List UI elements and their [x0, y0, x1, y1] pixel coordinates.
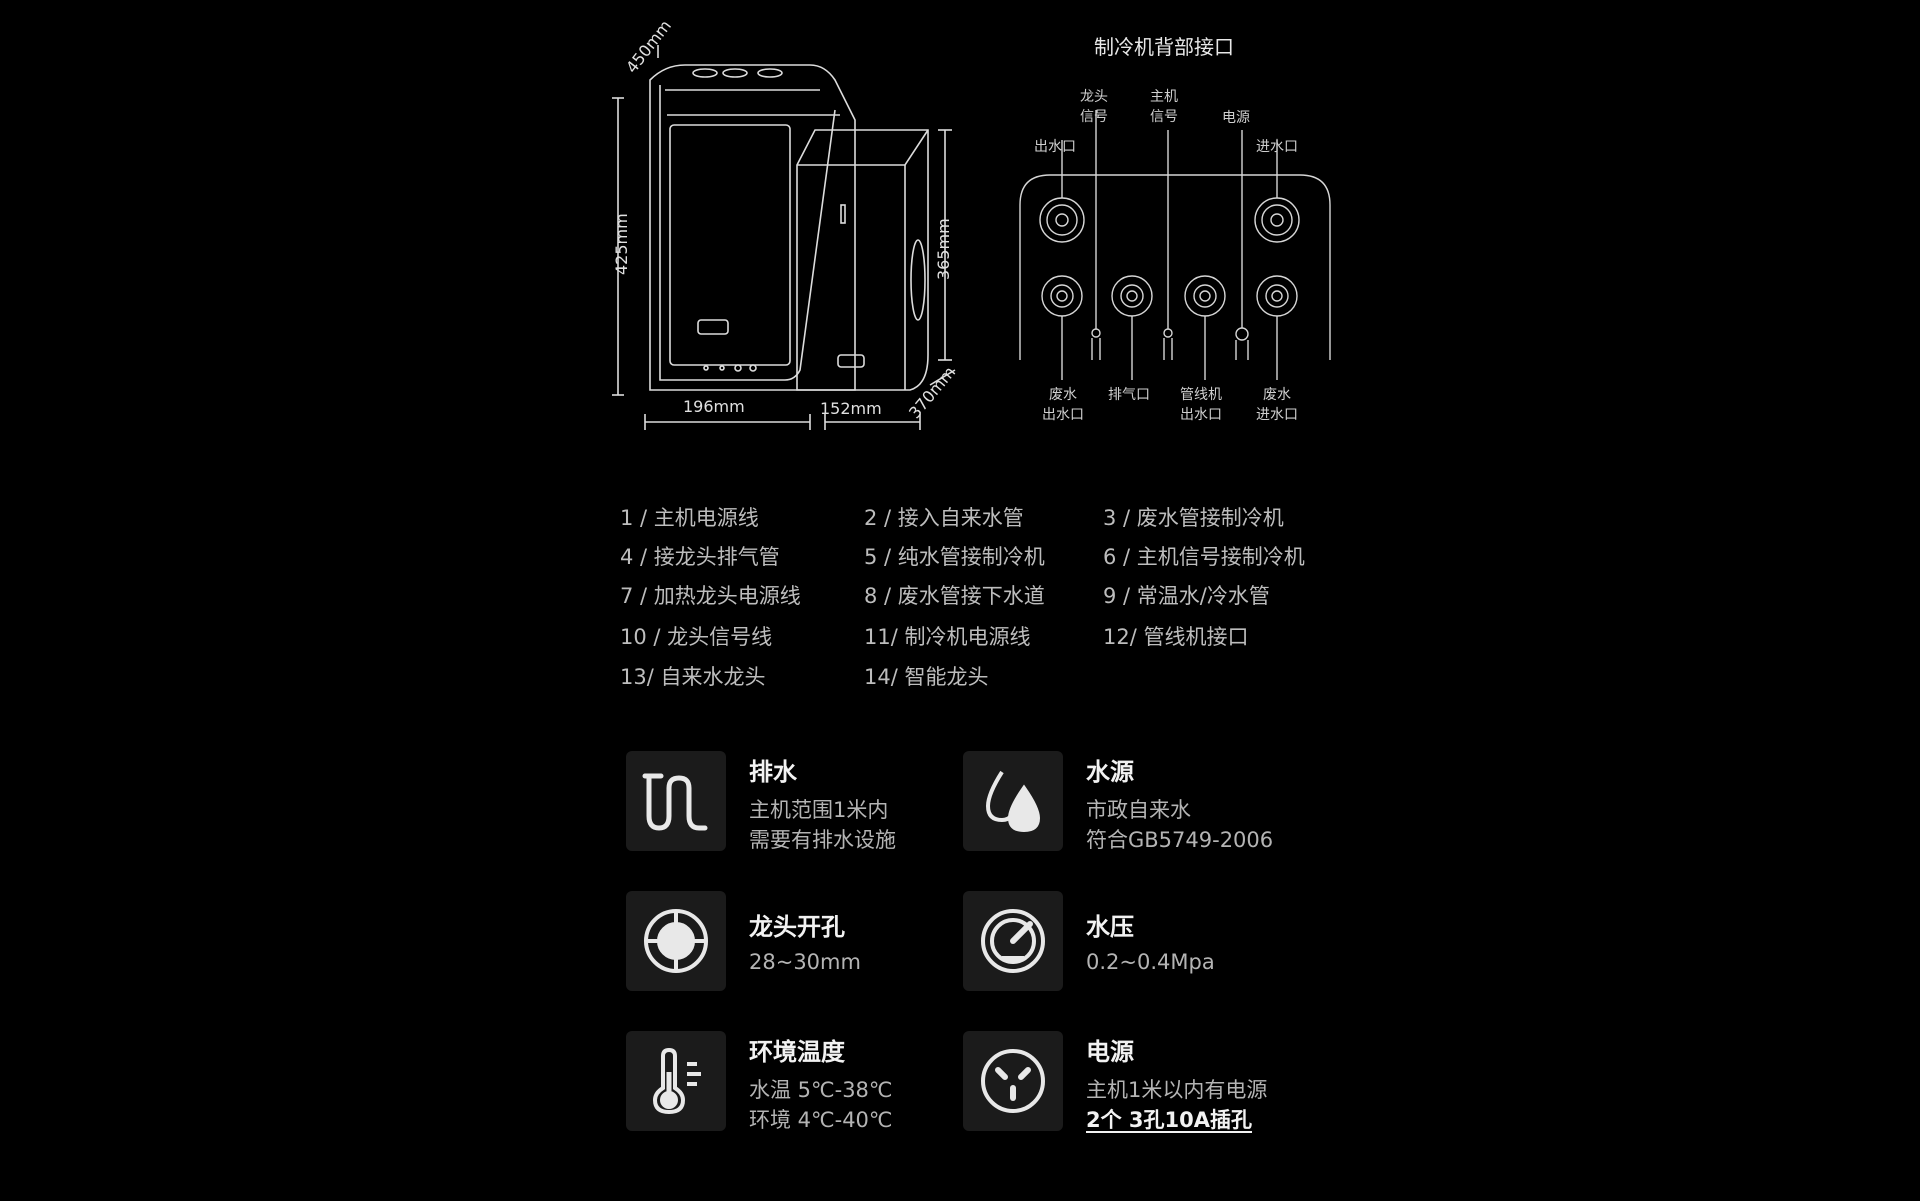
legend-item: 4 / 接龙头排气管 [620, 545, 780, 569]
dim-height-main: 425mm [612, 213, 631, 275]
legend-item: 8 / 废水管接下水道 [864, 584, 1045, 608]
port-label-waste-out: 废水 出水口 [1042, 387, 1084, 423]
temperature-line-2: 环境 4℃-40℃ [749, 1108, 893, 1132]
main-unit-outline [649, 64, 856, 391]
legend-item: 3 / 废水管接制冷机 [1103, 506, 1284, 530]
rear-interface-diagram [1019, 110, 1331, 380]
legend-item: 12/ 管线机接口 [1103, 625, 1249, 649]
power-line-1: 主机1米以内有电源 [1086, 1078, 1268, 1102]
port-label-pipeline-out: 管线机 出水口 [1180, 387, 1222, 423]
pressure-line-1: 0.2~0.4Mpa [1086, 950, 1215, 974]
port-label-faucet-signal: 龙头 信号 [1080, 89, 1108, 125]
legend-item: 7 / 加热龙头电源线 [620, 584, 801, 608]
pressure-title: 水压 [1086, 913, 1134, 941]
legend-item: 10 / 龙头信号线 [620, 625, 773, 649]
drain-title: 排水 [749, 758, 797, 786]
thermometer-icon [626, 1031, 726, 1131]
rear-interface-title: 制冷机背部接口 [1094, 35, 1234, 59]
pressure-gauge-icon [963, 891, 1063, 991]
legend-item: 1 / 主机电源线 [620, 506, 759, 530]
dim-height-cooler: 365mm [934, 218, 953, 280]
legend-item: 5 / 纯水管接制冷机 [864, 545, 1045, 569]
dim-width-main: 196mm [683, 397, 745, 416]
rear-panel-outline [1019, 174, 1331, 360]
legend-item: 14/ 智能龙头 [864, 665, 989, 689]
power-line-2: 2个 3孔10A插孔 [1086, 1108, 1253, 1132]
power-socket-icon [963, 1031, 1063, 1131]
water-source-line-1: 市政自来水 [1086, 798, 1191, 822]
cooler-unit-outline [796, 129, 929, 391]
legend-item: 13/ 自来水龙头 [620, 665, 766, 689]
power-title: 电源 [1086, 1038, 1134, 1066]
drain-line-2: 需要有排水设施 [749, 828, 896, 852]
legend-item: 2 / 接入自来水管 [864, 506, 1024, 530]
temperature-title: 环境温度 [749, 1038, 845, 1066]
legend-item: 9 / 常温水/冷水管 [1103, 584, 1270, 608]
water-drops-icon [963, 751, 1063, 851]
faucet-hole-line-1: 28~30mm [749, 950, 861, 974]
faucet-hole-title: 龙头开孔 [749, 913, 845, 941]
legend-item: 11/ 制冷机电源线 [864, 625, 1031, 649]
drain-line-1: 主机范围1米内 [749, 798, 889, 822]
port-label-main-signal: 主机 信号 [1150, 89, 1178, 125]
dim-width-cooler: 152mm [820, 399, 882, 418]
water-source-line-2: 符合GB5749-2006 [1086, 828, 1274, 852]
port-label-water-out: 出水口 [1034, 139, 1076, 155]
faucet-hole-icon [626, 891, 726, 991]
drain-pipe-icon [626, 751, 726, 851]
product-dimension-drawing [612, 45, 956, 430]
port-label-water-in: 进水口 [1256, 139, 1298, 155]
port-label-waste-in: 废水 进水口 [1256, 387, 1298, 423]
port-label-power: 电源 [1222, 110, 1250, 126]
temperature-line-1: 水温 5℃-38℃ [749, 1078, 893, 1102]
legend-item: 6 / 主机信号接制冷机 [1103, 545, 1305, 569]
port-label-vent: 排气口 [1108, 387, 1150, 403]
water-source-title: 水源 [1086, 758, 1134, 786]
